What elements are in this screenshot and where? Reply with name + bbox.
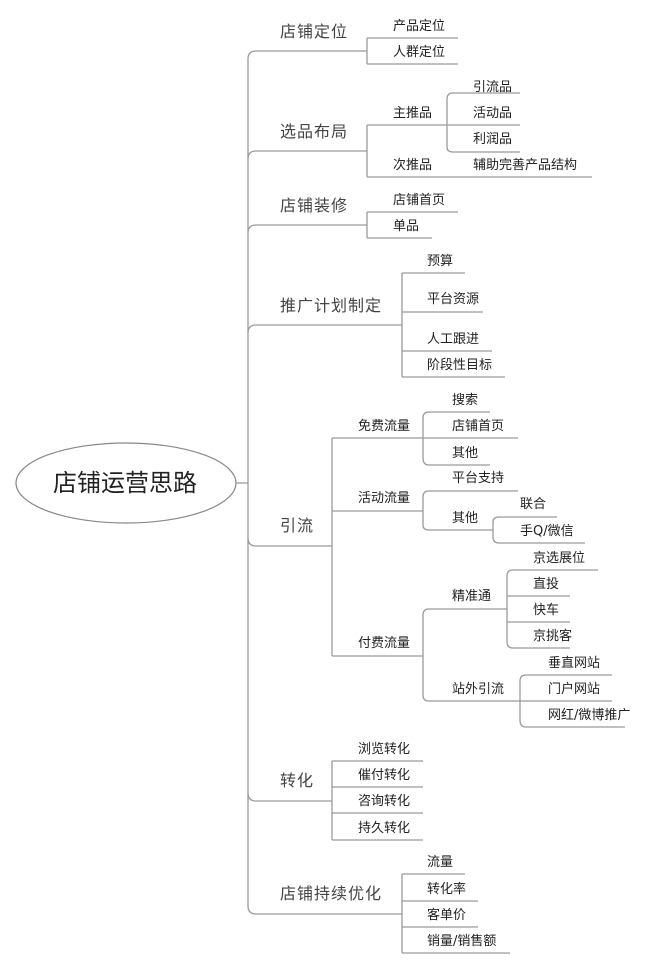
node-offsite-traffic: 站外引流: [452, 682, 505, 697]
node-lasting-conversion: 持久转化: [358, 821, 411, 836]
node-main-product: 主推品: [393, 106, 433, 121]
node-manual-followup: 人工跟进: [427, 332, 480, 347]
node-direct-ads: 直投: [533, 577, 560, 592]
node-jingtiaoke: 京挑客: [533, 629, 573, 644]
node-traffic-product: 引流品: [473, 80, 513, 95]
node-profit-product: 利润品: [473, 132, 513, 147]
node-search: 搜索: [452, 393, 479, 408]
node-store-homepage: 店铺首页: [393, 193, 446, 208]
branch-product-selection: 选品布局: [280, 122, 349, 141]
node-audience-positioning: 人群定位: [393, 45, 446, 60]
node-inquiry-conversion: 咨询转化: [358, 794, 411, 809]
node-activity-traffic: 活动流量: [358, 491, 411, 506]
branch-traffic: 引流: [280, 516, 315, 535]
root-node-label: 店铺运营思路: [53, 469, 197, 497]
node-platform-support: 平台支持: [452, 471, 505, 486]
node-product-positioning: 产品定位: [393, 19, 446, 34]
node-conversion-rate: 转化率: [427, 882, 467, 897]
node-sales-volume: 销量/销售额: [427, 934, 497, 949]
node-browse-conversion: 浏览转化: [358, 742, 411, 757]
branch-promotion-plan: 推广计划制定: [280, 296, 383, 315]
node-free-traffic: 免费流量: [358, 419, 411, 434]
node-budget: 预算: [427, 254, 454, 269]
node-paid-traffic: 付费流量: [358, 636, 411, 651]
node-portal-sites: 门户网站: [548, 682, 601, 697]
node-express: 快车: [533, 603, 560, 618]
node-store-homepage-traffic: 店铺首页: [452, 419, 505, 434]
branch-conversion: 转化: [280, 771, 315, 790]
node-qq-wechat: 手Q/微信: [520, 524, 574, 539]
node-platform-resources: 平台资源: [427, 292, 480, 307]
node-traffic-metric: 流量: [427, 855, 454, 870]
branch-store-positioning: 店铺定位: [280, 22, 349, 41]
node-joint: 联合: [520, 497, 547, 512]
node-stage-goals: 阶段性目标: [427, 358, 493, 373]
node-jingzhuntong: 精准通: [452, 589, 492, 604]
node-complete-structure: 辅助完善产品结构: [473, 158, 578, 173]
node-payment-reminder-conversion: 催付转化: [358, 768, 411, 783]
node-jingxuan-slot: 京选展位: [533, 551, 586, 566]
node-secondary-product: 次推品: [393, 158, 433, 173]
branch-store-decoration: 店铺装修: [280, 196, 349, 215]
node-avg-order-value: 客单价: [427, 908, 467, 923]
node-other-activity: 其他: [452, 511, 479, 526]
branch-continuous-optimization: 店铺持续优化: [280, 884, 383, 903]
node-single-product: 单品: [393, 219, 420, 234]
node-influencer-weibo: 网红/微博推广: [548, 708, 631, 723]
node-vertical-sites: 垂直网站: [548, 656, 601, 671]
node-activity-product: 活动品: [473, 106, 513, 121]
node-other-free: 其他: [452, 446, 479, 461]
